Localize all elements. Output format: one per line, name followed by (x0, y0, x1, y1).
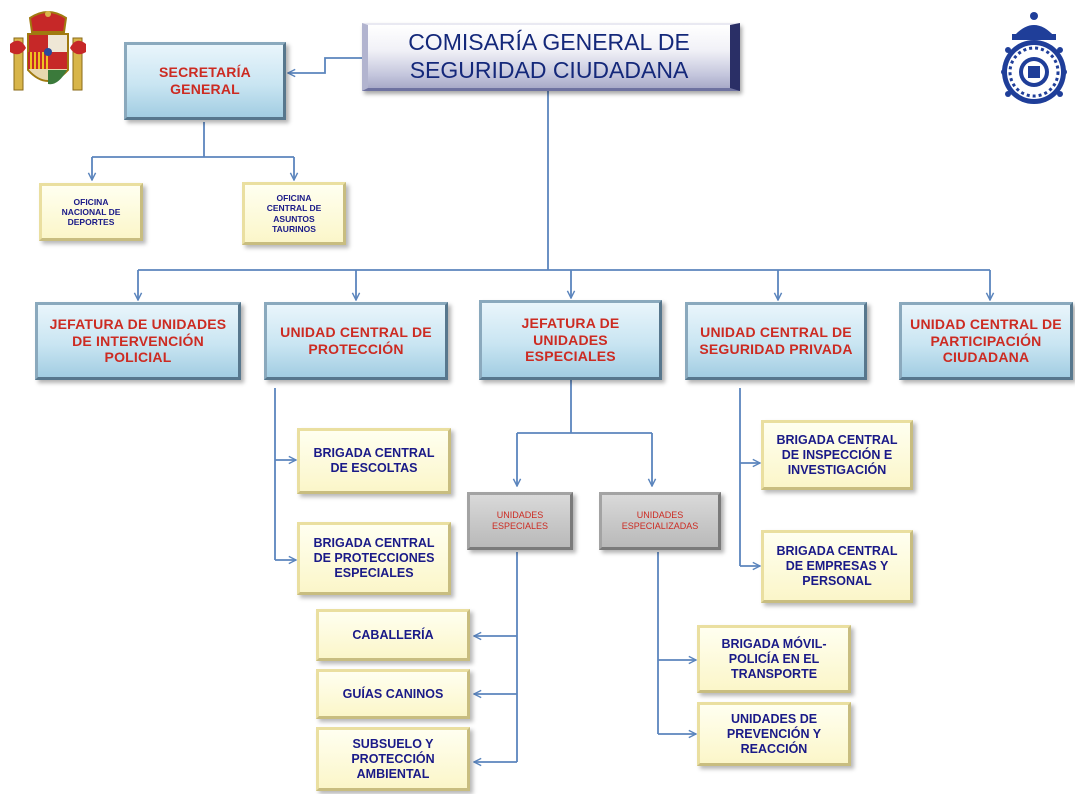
node-brigada-central-protecciones-especiales: BRIGADA CENTRAL DE PROTECCIONES ESPECIAL… (297, 522, 451, 595)
node-jefatura-intervencion-policial: JEFATURA DE UNIDADES DE INTERVENCIÓN POL… (35, 302, 241, 380)
node-unidad-central-participacion-ciudadana: UNIDAD CENTRAL DE PARTICIPACIÓN CIUDADAN… (899, 302, 1073, 380)
node-unidades-especializadas: UNIDADES ESPECIALIZADAS (599, 492, 721, 550)
node-unidades-prevencion-reaccion: UNIDADES DE PREVENCIÓN Y REACCIÓN (697, 702, 851, 766)
node-caballeria: CABALLERÍA (316, 609, 470, 661)
policia-nacional-emblem-icon (1001, 12, 1067, 104)
node-oficina-nacional-deportes: OFICINA NACIONAL DE DEPORTES (39, 183, 143, 241)
node-jefatura-unidades-especiales: JEFATURA DE UNIDADES ESPECIALES (479, 300, 662, 380)
connector-comisaria-secretaria (288, 57, 362, 73)
spain-coat-of-arms-icon (10, 11, 86, 91)
node-comisaria-general: COMISARÍA GENERAL DE SEGURIDAD CIUDADANA (362, 23, 740, 91)
node-subsuelo-proteccion-ambiental: SUBSUELO Y PROTECCIÓN AMBIENTAL (316, 727, 470, 791)
node-oficina-central-asuntos-taurinos: OFICINA CENTRAL DE ASUNTOS TAURINOS (242, 182, 346, 245)
node-brigada-central-inspeccion-investigacion: BRIGADA CENTRAL DE INSPECCIÓN E INVESTIG… (761, 420, 913, 490)
node-unidad-central-proteccion: UNIDAD CENTRAL DE PROTECCIÓN (264, 302, 448, 380)
node-unidades-especiales: UNIDADES ESPECIALES (467, 492, 573, 550)
node-unidad-central-seguridad-privada: UNIDAD CENTRAL DE SEGURIDAD PRIVADA (685, 302, 867, 380)
node-brigada-central-escoltas: BRIGADA CENTRAL DE ESCOLTAS (297, 428, 451, 494)
node-brigada-central-empresas-personal: BRIGADA CENTRAL DE EMPRESAS Y PERSONAL (761, 530, 913, 603)
node-brigada-movil-policia-transporte: BRIGADA MÓVIL- POLICÍA EN EL TRANSPORTE (697, 625, 851, 693)
node-secretaria-general: SECRETARÍA GENERAL (124, 42, 286, 120)
node-guias-caninos: GUÍAS CANINOS (316, 669, 470, 719)
